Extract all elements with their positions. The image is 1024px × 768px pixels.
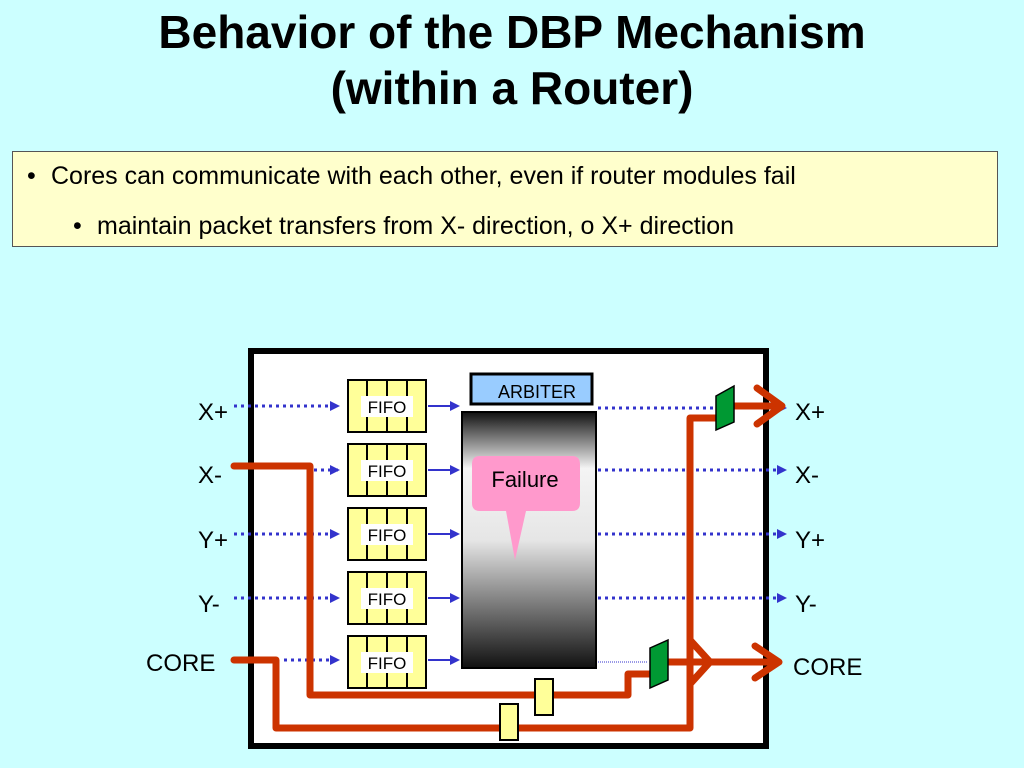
failure-label: Failure [491,467,558,492]
arrowhead-xplus [753,384,786,428]
bypass-paths [230,402,782,732]
output-label-core: CORE [793,654,862,681]
output-label-xminus: X- [795,462,819,489]
input-labels: X+ X- Y+ Y- CORE [146,399,228,677]
output-label-yminus: Y- [795,591,817,618]
input-label-yplus: Y+ [198,527,228,554]
fifo-to-crossbar-links [428,401,460,665]
fifo-core: FIFO [347,635,427,689]
fifo-label: FIFO [368,462,407,481]
fifo-label-bg [361,588,413,609]
fifo-xminus: FIFO [347,443,427,497]
fifo-label: FIFO [368,526,407,545]
fifo-label-bg [361,460,413,481]
fifo-yminus: FIFO [347,571,427,625]
bullet-item-1: • Cores can communicate with each other, … [27,162,796,191]
crossbar [461,411,597,669]
input-label-core: CORE [146,650,215,677]
fifo-yplus: FIFO [347,507,427,561]
bullet-item-2: • maintain packet transfers from X- direc… [73,212,734,241]
bypass-path-core [230,414,722,732]
fifo-label-bg [361,396,413,417]
mux-core [649,638,669,690]
fifo-label: FIFO [368,398,407,417]
fifo-label: FIFO [368,654,407,673]
bullet-text-2: maintain packet transfers from X- direct… [97,212,735,240]
output-label-xplus: X+ [795,399,825,426]
input-label-yminus: Y- [198,591,220,618]
bypass-register-2 [499,703,519,741]
title-line-1: Behavior of the DBP Mechanism [158,6,866,58]
mux-xplus [715,384,735,432]
fifo-label-bg [361,652,413,673]
input-label-xminus: X- [198,462,222,489]
arbiter-label: ARBITER [498,382,576,402]
bypass-path-xminus [230,462,666,699]
fifo-group: FIFO FIFO FIFO FIFO FIFO [347,379,427,689]
bullet-marker: • [27,162,36,190]
output-labels: X+ X- Y+ Y- CORE [793,399,862,681]
failure-callout [472,456,580,560]
bypass-arrowheads [751,384,786,682]
arrowhead-core [751,642,783,682]
arbiter-box [469,372,594,406]
bullet-text-1: Cores can communicate with each other, e… [51,162,796,190]
input-label-xplus: X+ [198,399,228,426]
bullet-marker: • [73,212,82,240]
title-line-2: (within a Router) [330,62,694,114]
fifo-xplus: FIFO [347,379,427,433]
output-label-yplus: Y+ [795,527,825,554]
fifo-label: FIFO [368,590,407,609]
slide-title: Behavior of the DBP Mechanism (within a … [0,4,1024,116]
bypass-register-1 [534,678,554,716]
input-links [234,401,340,665]
bullet-box: • Cores can communicate with each other, … [12,151,998,247]
fifo-label-bg [361,524,413,545]
